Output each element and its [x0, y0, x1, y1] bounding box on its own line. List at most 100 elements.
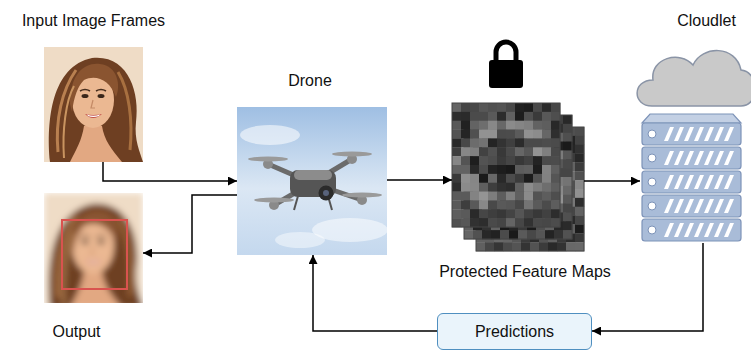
feature-pixel: [554, 230, 563, 239]
cloudlet-box: Cloudlet: [640, 11, 745, 243]
feature-pixel: [563, 230, 572, 239]
server-rack-part: [642, 114, 741, 123]
feature-pixel: [479, 192, 488, 201]
feature-pixel: [524, 121, 533, 130]
drone-photo-part: [240, 125, 300, 145]
feature-pixel: [551, 183, 560, 192]
image-area: [452, 103, 584, 251]
output-frame: Output: [44, 193, 143, 341]
feature-pixel: [461, 200, 470, 209]
feature-pixel: [533, 218, 542, 227]
feature-pixel: [563, 142, 572, 151]
feature-pixel: [515, 218, 524, 227]
feature-map: [476, 127, 584, 251]
feature-pixel: [461, 103, 470, 112]
feature-pixel: [533, 174, 542, 183]
feature-pixel: [566, 242, 575, 251]
feature-pixel: [515, 183, 524, 192]
server-unit-part: [684, 223, 694, 237]
flow-arrow: [313, 255, 437, 331]
feature-pixel: [533, 209, 542, 218]
server-unit-part: [714, 127, 724, 141]
flow-arrow: [143, 195, 237, 253]
server-unit-part: [664, 127, 674, 141]
feature-pixel: [563, 177, 572, 186]
feature-pixel: [461, 130, 470, 139]
feature-pixel: [479, 147, 488, 156]
feature-pixel: [497, 192, 506, 201]
predictions-label: Predictions: [475, 322, 554, 341]
feature-pixel: [515, 200, 524, 209]
feature-pixel: [452, 192, 461, 201]
server-unit-part: [694, 175, 704, 189]
feature-pixel: [575, 180, 584, 189]
server-unit-part: [694, 151, 704, 165]
drone-photo: [237, 107, 388, 255]
feature-pixel: [551, 156, 560, 165]
lock-icon-part: [496, 42, 516, 62]
feature-pixel: [506, 165, 515, 174]
drone-photo-part: [342, 193, 382, 198]
feature-map-border: [452, 103, 560, 227]
feature-pixel: [524, 174, 533, 183]
feature-pixel: [551, 218, 560, 227]
server-unit-part: [724, 151, 734, 165]
feature-pixel: [506, 130, 515, 139]
feature-pixel: [563, 159, 572, 168]
feature-caption: Protected Feature Maps: [439, 262, 611, 281]
feature-pixel: [542, 165, 551, 174]
feature-pixel: [515, 112, 524, 121]
feature-pixel: [497, 183, 506, 192]
feature-pixel: [563, 221, 572, 230]
drone-photo-part: [254, 198, 294, 203]
server-unit-part: [684, 175, 694, 189]
feature-pixel: [488, 130, 497, 139]
feature-pixel: [524, 200, 533, 209]
feature-pixel: [563, 168, 572, 177]
feature-pixel: [491, 230, 500, 239]
feature-pixel: [506, 147, 515, 156]
feature-pixel: [524, 147, 533, 156]
feature-pixel: [524, 165, 533, 174]
feature-map-border: [476, 127, 584, 251]
server-unit-part: [674, 127, 684, 141]
feature-pixel: [533, 183, 542, 192]
feature-pixel: [488, 192, 497, 201]
feature-pixel: [524, 130, 533, 139]
drone-photo-part: [294, 196, 298, 210]
feature-pixel: [512, 242, 521, 251]
feature-pixel: [470, 103, 479, 112]
feature-pixel: [542, 218, 551, 227]
feature-pixel: [575, 224, 584, 233]
flow-arrow: [387, 179, 452, 181]
feature-pixel: [575, 189, 584, 198]
feature-pixel: [518, 230, 527, 239]
feature-maps-box: Protected Feature Maps: [452, 103, 584, 281]
feature-pixel: [563, 212, 572, 221]
server-unit-part: [704, 127, 714, 141]
feature-pixel: [542, 147, 551, 156]
feature-map-border: [464, 115, 572, 239]
feature-pixel: [542, 112, 551, 121]
feature-pixel: [542, 130, 551, 139]
feature-pixel: [575, 162, 584, 171]
feature-pixel: [470, 209, 479, 218]
feature-pixel: [497, 218, 506, 227]
feature-pixel: [575, 171, 584, 180]
feature-pixel: [542, 200, 551, 209]
feature-pixel: [551, 138, 560, 147]
feature-map: [452, 103, 560, 227]
feature-pixel: [533, 112, 542, 121]
feature-pixel: [470, 121, 479, 130]
feature-pixel: [485, 242, 494, 251]
feature-pixel: [533, 147, 542, 156]
feature-pixel: [461, 183, 470, 192]
feature-pixel: [470, 218, 479, 227]
feature-pixel: [563, 115, 572, 124]
feature-pixel: [515, 209, 524, 218]
feature-pixel: [488, 147, 497, 156]
feature-pixel: [506, 103, 515, 112]
server-unit-part: [724, 127, 734, 141]
